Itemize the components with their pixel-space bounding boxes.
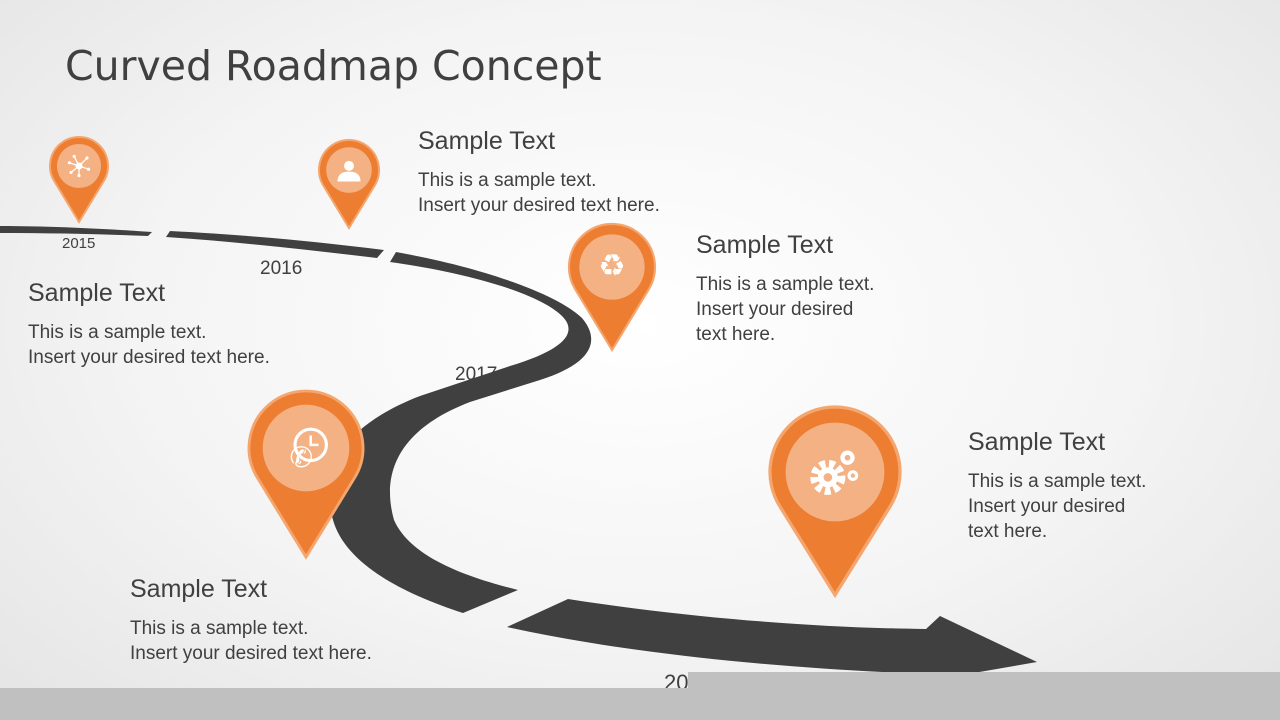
milestone-line: This is a sample text. <box>28 322 207 343</box>
milestone-line: Insert your desired text here. <box>130 643 372 664</box>
milestone-text-4: Sample Text This is a sample text. Inser… <box>130 575 372 666</box>
pin-inner-circle <box>579 234 645 300</box>
milestone-heading: Sample Text <box>418 127 556 155</box>
milestone-heading: Sample Text <box>130 575 268 603</box>
user-icon <box>337 160 361 182</box>
road-segment-2016 <box>166 231 384 258</box>
overlay-bar-bottom <box>0 688 1280 720</box>
milestone-heading: Sample Text <box>28 279 166 307</box>
pin-inner-circle <box>262 404 350 492</box>
road-arrow-final <box>507 599 1037 690</box>
gears-icon <box>810 450 859 495</box>
map-pin-3: ♻ <box>567 222 657 353</box>
milestone-line: This is a sample text. <box>968 471 1147 492</box>
map-pin-2 <box>318 139 380 230</box>
network-icon <box>67 154 91 178</box>
year-label-2017: 2017 <box>455 364 498 385</box>
milestone-line: This is a sample text. <box>696 274 875 295</box>
svg-text:♻: ♻ <box>598 248 626 284</box>
milestone-line: This is a sample text. <box>418 170 597 191</box>
milestone-heading: Sample Text <box>696 231 834 259</box>
svg-text:✆: ✆ <box>289 441 313 474</box>
milestone-line: Insert your desired text here. <box>418 195 660 216</box>
milestone-text-2: Sample Text This is a sample text. Inser… <box>418 127 660 218</box>
milestone-line: text here. <box>696 324 776 345</box>
phone-clock-icon: ✆ <box>289 427 328 474</box>
map-pin-4: ✆ <box>247 389 365 560</box>
overlay-bar-upper <box>688 672 1280 692</box>
milestone-text-3: Sample Text This is a sample text. Inser… <box>696 231 874 347</box>
map-pin-1 <box>49 136 109 224</box>
milestone-text-1: Sample Text This is a sample text. Inser… <box>28 279 270 370</box>
page-title: Curved Roadmap Concept <box>65 42 602 90</box>
milestone-line: This is a sample text. <box>130 618 309 639</box>
year-label-2016: 2016 <box>260 258 303 279</box>
milestone-line: text here. <box>968 521 1048 542</box>
milestone-heading: Sample Text <box>968 428 1106 456</box>
map-pin-5 <box>768 405 902 599</box>
road-segment-2017 <box>329 252 592 613</box>
milestone-line: Insert your desired text here. <box>28 347 270 368</box>
recycle-icon: ♻ <box>598 248 626 284</box>
milestone-line: Insert your desired <box>968 496 1126 517</box>
road <box>0 226 1037 690</box>
year-label-2015: 2015 <box>62 235 96 252</box>
milestone-text-5: Sample Text This is a sample text. Inser… <box>968 428 1146 544</box>
milestone-line: Insert your desired <box>696 299 854 320</box>
road-segment-2015 <box>0 226 152 236</box>
